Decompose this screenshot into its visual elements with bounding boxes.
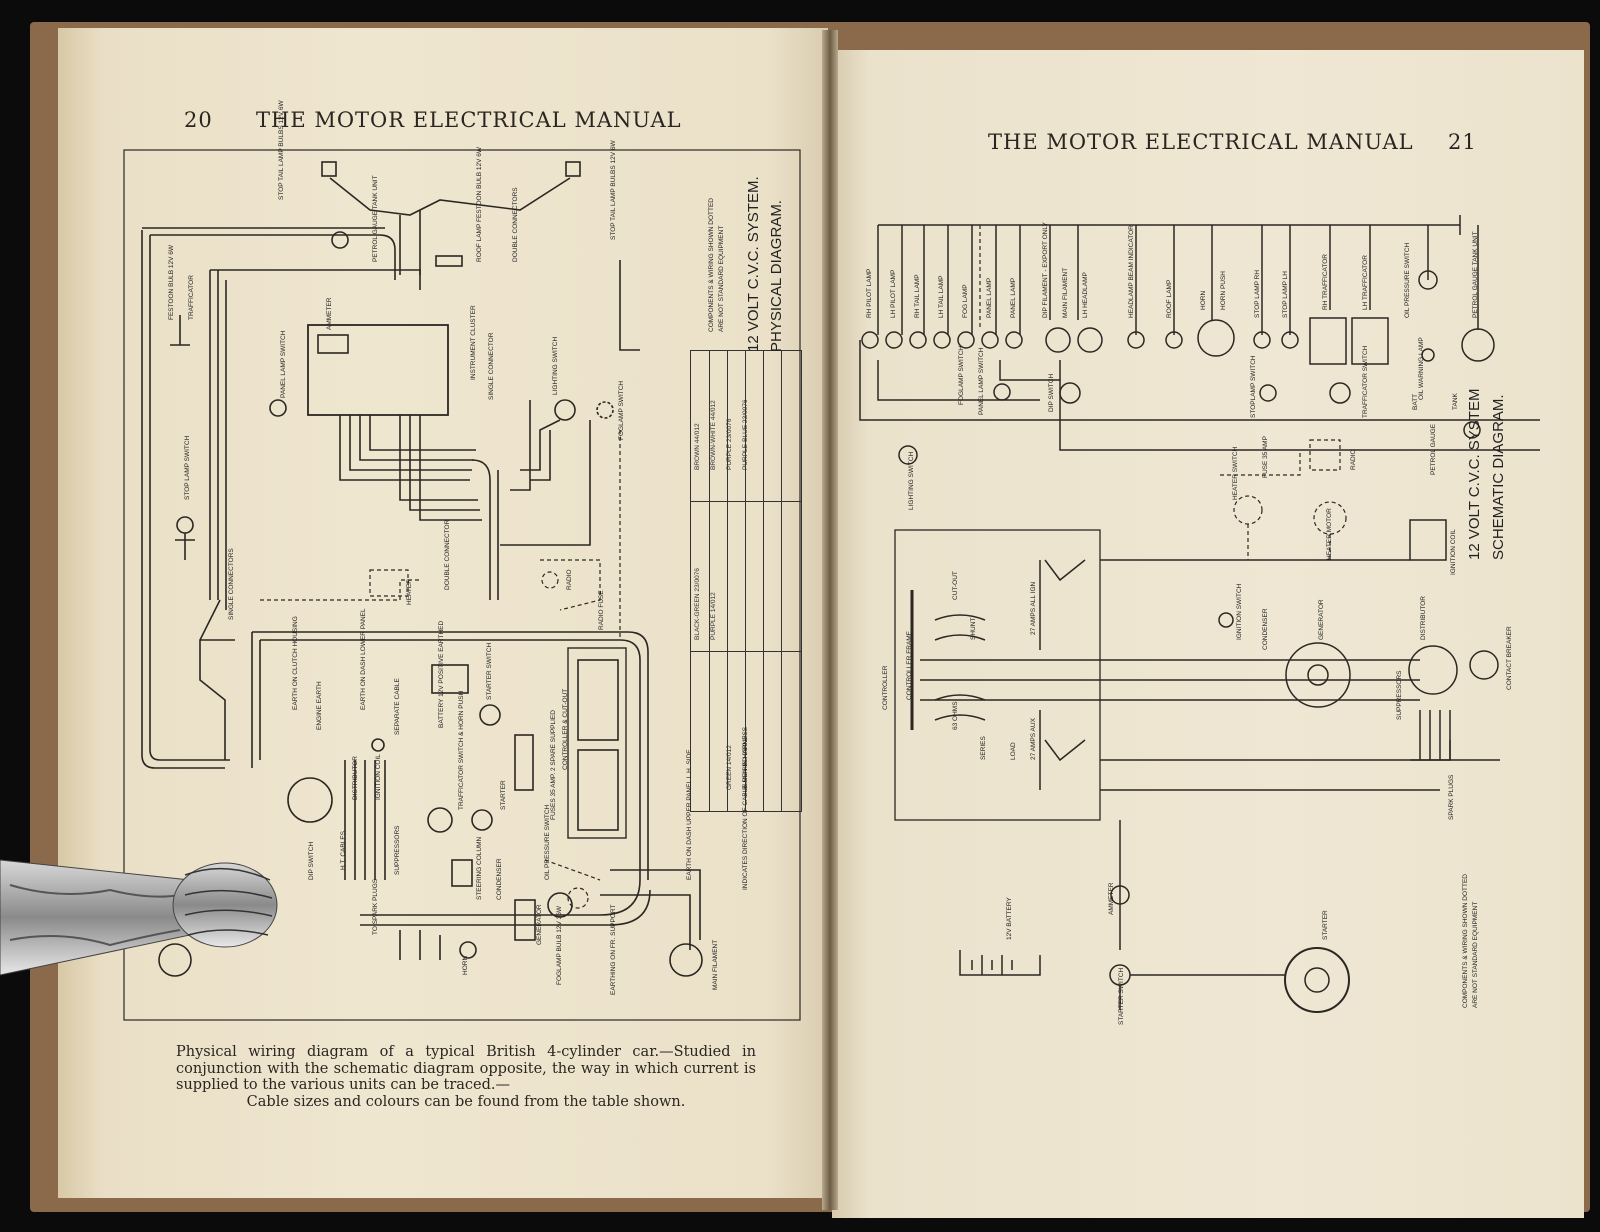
right-page-number: 21 bbox=[1448, 130, 1477, 154]
left-page bbox=[58, 28, 828, 1198]
left-page-number: 20 bbox=[184, 108, 213, 132]
caption-line-1: Physical wiring diagram of a typical Bri… bbox=[176, 1044, 731, 1060]
cable-colour-table bbox=[690, 350, 802, 812]
right-running-head: THE MOTOR ELECTRICAL MANUAL bbox=[988, 130, 1414, 154]
left-running-head: THE MOTOR ELECTRICAL MANUAL bbox=[256, 108, 682, 132]
book-gutter bbox=[822, 30, 838, 1210]
caption-line-3: in which current is supplied to the vari… bbox=[176, 1060, 756, 1094]
right-page bbox=[832, 50, 1584, 1218]
caption-line-4: Cable sizes and colours can be found fro… bbox=[246, 1093, 686, 1110]
figure-caption: Physical wiring diagram of a typical Bri… bbox=[176, 1044, 756, 1110]
caption-line-2: in conjunction with the schematic diagra… bbox=[176, 1044, 756, 1077]
